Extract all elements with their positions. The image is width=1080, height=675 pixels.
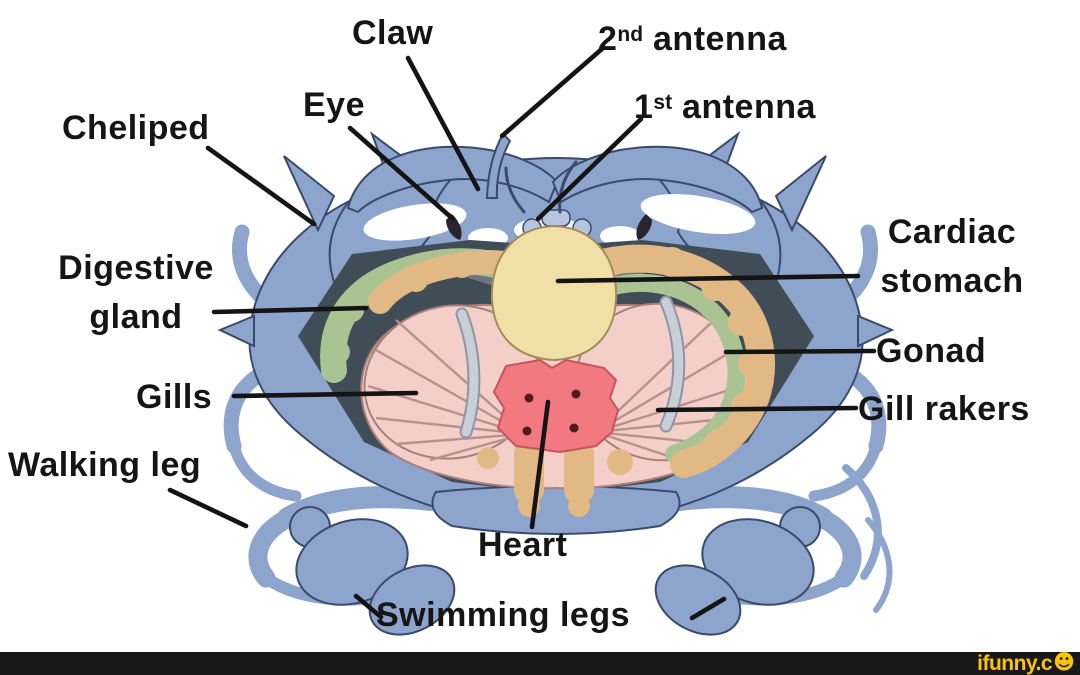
label-eye: Eye (303, 86, 365, 124)
cardiac-stomach-organ (490, 224, 618, 362)
leader-claw (405, 55, 481, 192)
label-digestive-gland: Digestive gland (58, 249, 214, 336)
leader-cardiac-stomach (555, 273, 861, 284)
ifunny-brand-text: ifunny.c (977, 651, 1053, 675)
left-eye (446, 214, 462, 240)
label-swimming-legs: Swimming legs (376, 596, 630, 634)
label-gill-rakers: Gill rakers (858, 390, 1030, 428)
right-front-claw-arm (551, 145, 764, 214)
label-cardiac-stomach: Cardiac stomach (880, 213, 1024, 300)
leader-digestive-gland (211, 305, 369, 315)
ifunny-watermark: ifunny.c☻ (977, 652, 1075, 675)
label-second-antenna: 2nd antenna (598, 20, 787, 58)
leader-cheliped (205, 145, 317, 227)
heart-organ (492, 358, 620, 454)
leader-swimming-right (689, 596, 727, 621)
leader-first-antenna (535, 116, 644, 222)
leader-second-antenna (499, 45, 606, 139)
label-cheliped: Cheliped (62, 109, 210, 147)
leader-gills (231, 390, 419, 399)
leader-heart (529, 399, 551, 530)
leader-eye (347, 125, 456, 222)
right-lateral-spine (857, 314, 895, 348)
label-walking-leg: Walking leg (8, 446, 202, 484)
leader-gill-rakers (655, 405, 859, 413)
leader-swimming-left (353, 593, 384, 620)
label-claw: Claw (352, 14, 434, 52)
label-first-antenna: 1st antenna (634, 88, 816, 126)
leader-lines (167, 45, 877, 621)
antennules (504, 160, 578, 214)
right-swimming-leg (654, 506, 821, 636)
label-heart: Heart (478, 526, 568, 564)
leader-gonad (723, 348, 877, 355)
label-gonad: Gonad (876, 332, 987, 370)
smiley-icon: ☻ (1053, 650, 1075, 674)
right-eye (636, 214, 652, 240)
antenna-whip (485, 132, 512, 199)
watermark-bar: ifunny.c☻ (0, 652, 1080, 675)
left-lateral-spine (217, 314, 255, 348)
label-gills: Gills (136, 378, 213, 416)
left-swimming-leg (289, 506, 456, 636)
leader-walking-leg (167, 487, 249, 529)
